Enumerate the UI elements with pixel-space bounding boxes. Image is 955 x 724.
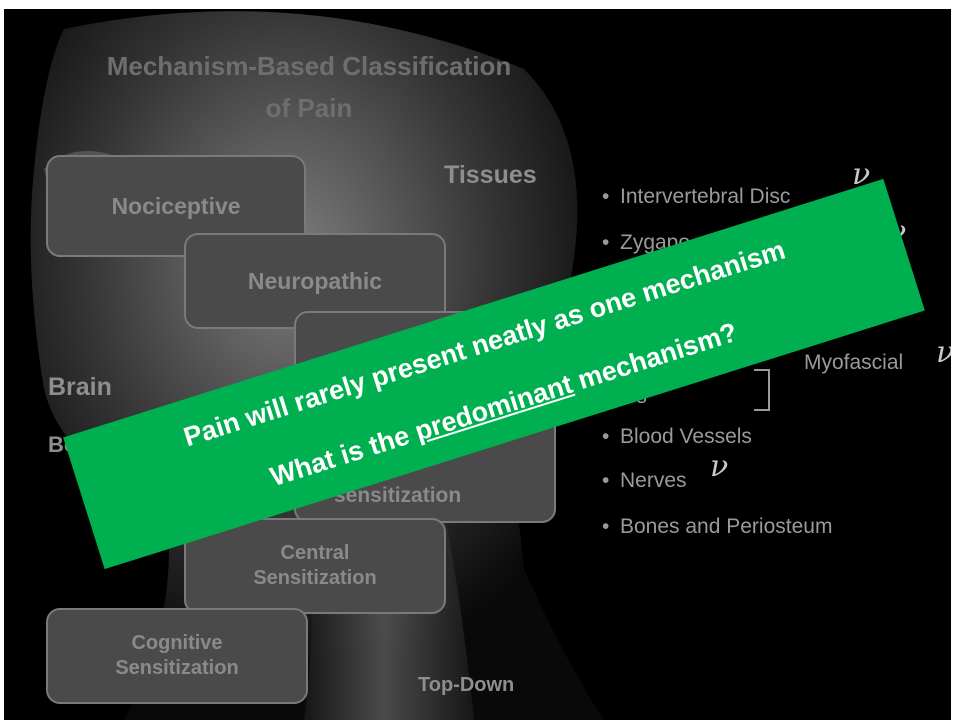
central-line-2: Sensitization [253, 566, 376, 591]
top-down-label: Top-Down [418, 674, 514, 697]
cognitive-sensitization-box: Cognitive Sensitization [46, 608, 308, 704]
tissues-label: Tissues [444, 161, 537, 190]
cognitive-line-2: Sensitization [115, 656, 238, 681]
list-item: •Intervertebral Disc [602, 185, 790, 209]
list-item-text: Bones and Periosteum [620, 515, 832, 538]
list-item-text: Nerves [620, 469, 687, 492]
central-line-1: Central [281, 541, 350, 566]
myofascial-label: Myofascial [804, 351, 903, 375]
nu-icon: ν [710, 449, 728, 484]
title-line-2: of Pain [44, 87, 574, 129]
central-sensitization-box: Central Sensitization [184, 518, 446, 614]
title-line-1: Mechanism-Based Classification [44, 45, 574, 87]
slide-title: Mechanism-Based Classification of Pain [44, 45, 574, 129]
list-item: •Blood Vessels [602, 425, 752, 449]
list-item-text: Blood Vessels [620, 425, 752, 448]
neuropathic-label: Neuropathic [248, 267, 382, 296]
nociceptive-label: Nociceptive [111, 192, 240, 221]
myofascial-bracket [754, 369, 770, 411]
slide: Mechanism-Based Classification of Pain T… [4, 9, 951, 720]
brain-label: Brain [48, 373, 112, 402]
list-item: •Nerves [602, 469, 687, 493]
list-item-text: Intervertebral Disc [620, 185, 790, 208]
nu-icon: ν [936, 335, 951, 370]
cognitive-line-1: Cognitive [131, 631, 222, 656]
list-item: •Bones and Periosteum [602, 515, 832, 539]
